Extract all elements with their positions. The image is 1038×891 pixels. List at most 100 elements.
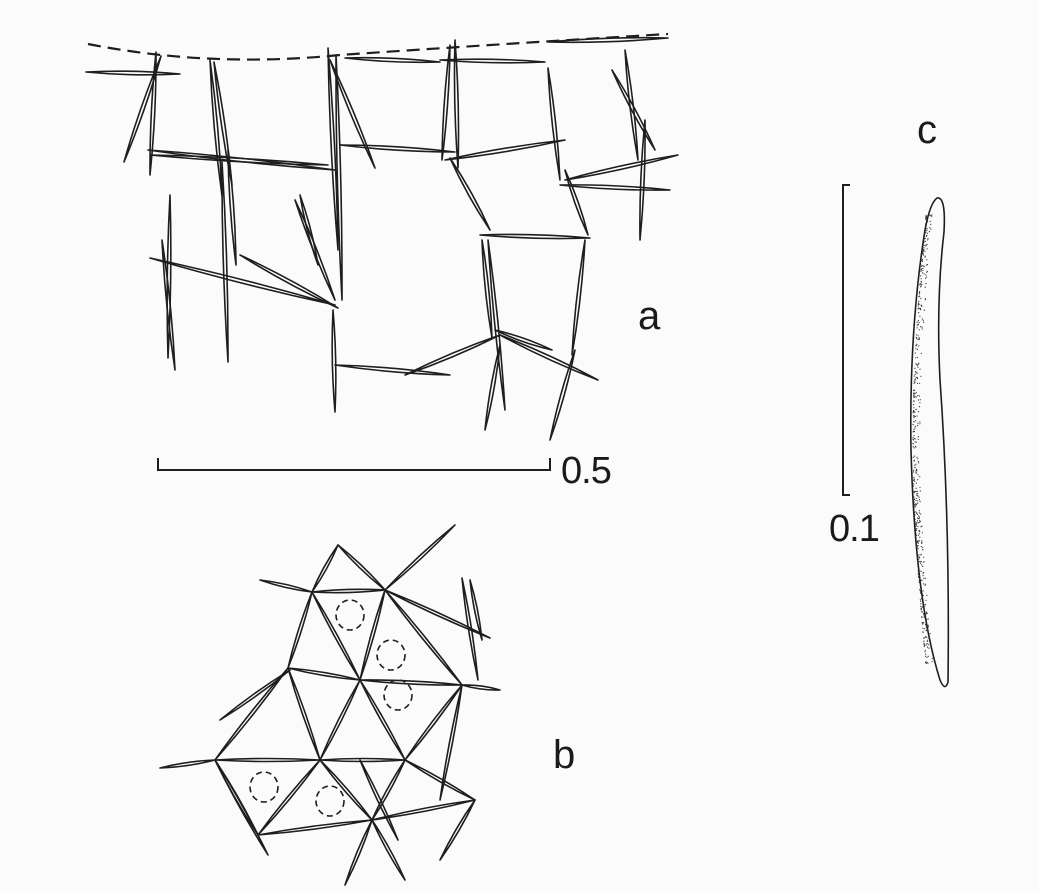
stipple-dot	[917, 422, 919, 424]
stipple-dot	[918, 554, 920, 556]
stipple-dot	[921, 593, 924, 595]
stipple-dot	[924, 256, 926, 258]
stipple-dot	[917, 356, 919, 358]
stipple-dot	[919, 315, 921, 317]
stipple-dot	[915, 503, 917, 505]
stipple-dot	[920, 513, 922, 515]
stipple-dot	[922, 590, 924, 592]
stipple-dot	[925, 662, 927, 664]
stipple-dot	[916, 528, 918, 530]
stipple-dot	[926, 612, 928, 614]
stipple-dot	[921, 540, 923, 542]
spicule	[221, 161, 229, 363]
stipple-dot	[915, 348, 917, 350]
stipple-dot	[919, 399, 921, 401]
stipple-dot	[913, 382, 915, 384]
stipple-dot	[921, 318, 923, 320]
stipple-dot	[919, 295, 921, 297]
stipple-dot	[913, 430, 916, 433]
stipple-dot	[923, 321, 925, 323]
stipple-dot	[915, 392, 917, 394]
stipple-dot	[923, 240, 925, 242]
stipple-dot	[913, 478, 915, 480]
stipple-dot	[921, 264, 923, 266]
stipple-dot	[919, 382, 921, 384]
stipple-dot	[926, 594, 928, 596]
stipple-dot	[917, 479, 919, 481]
spicule	[339, 144, 456, 153]
stipple-dot	[924, 237, 926, 240]
stipple-dot	[924, 255, 926, 257]
stipple-dot	[917, 411, 920, 413]
stipple-dot	[922, 622, 924, 624]
stipple-dot	[918, 499, 921, 501]
spicule	[384, 524, 456, 591]
stipple-dot	[930, 645, 932, 647]
stipple-dot	[912, 424, 914, 426]
spicule	[287, 667, 321, 761]
stipple-dot	[918, 345, 920, 347]
stipple-dot	[912, 430, 915, 432]
stipple-dot	[916, 520, 919, 522]
stipple-dot	[917, 399, 920, 401]
stipple-dot	[921, 272, 924, 274]
stipple-dot	[926, 656, 928, 659]
stipple-dot	[926, 243, 928, 245]
stipple-dot	[914, 518, 916, 520]
stipple-dot	[922, 269, 924, 271]
stipple-dot	[917, 320, 920, 322]
stipple-dot	[916, 490, 918, 492]
stipple-dot	[913, 396, 915, 398]
stipple-dot	[920, 526, 922, 528]
stipple-dot	[930, 228, 932, 230]
stipple-dot	[925, 611, 928, 614]
stipple-dot	[914, 393, 916, 395]
stipple-dot	[915, 538, 917, 540]
spicule	[287, 591, 313, 669]
stipple-dot	[922, 319, 924, 321]
stipple-dot	[917, 522, 919, 524]
stipple-dot	[929, 220, 931, 222]
stipple-dot	[912, 471, 915, 473]
spicule	[214, 757, 321, 763]
stipple-dot	[921, 541, 923, 543]
stipple-dot	[926, 636, 928, 638]
stipple-dot	[921, 621, 923, 624]
stipple-dot	[914, 480, 916, 482]
stipple-dot	[919, 490, 921, 492]
stipple-dot	[917, 308, 919, 310]
stipple-dot	[923, 583, 925, 585]
stipple-dot	[916, 364, 918, 366]
stipple-dot	[919, 581, 922, 583]
spicule	[571, 239, 586, 356]
spicule	[299, 194, 319, 266]
stipple-dot	[921, 259, 923, 261]
stipple-dot	[913, 504, 916, 506]
stipple-dot	[916, 551, 918, 553]
stipple-dot	[917, 436, 919, 438]
stipple-dot	[915, 525, 917, 527]
stipple-dot	[915, 463, 917, 465]
stipple-dot	[918, 556, 920, 558]
stipple-dot	[923, 616, 926, 619]
stipple-dot	[923, 254, 925, 256]
spicule	[479, 233, 591, 240]
stipple-dot	[925, 244, 927, 246]
pore-outline	[335, 599, 365, 631]
stipple-dot	[913, 417, 915, 419]
stipple-dot	[916, 494, 918, 496]
stipple-dot	[914, 367, 916, 369]
stipple-dot	[917, 460, 919, 463]
spicule	[123, 55, 162, 163]
stipple-dot	[921, 597, 923, 600]
stipple-dot	[926, 248, 928, 250]
spicule	[384, 589, 463, 686]
stipple-dot	[913, 483, 915, 485]
stipple-dot	[920, 352, 922, 354]
stipple-dot	[924, 231, 926, 233]
stipple-dot	[918, 580, 921, 582]
spicule	[319, 757, 406, 763]
spicule	[461, 684, 501, 691]
stipple-dot	[916, 493, 918, 495]
